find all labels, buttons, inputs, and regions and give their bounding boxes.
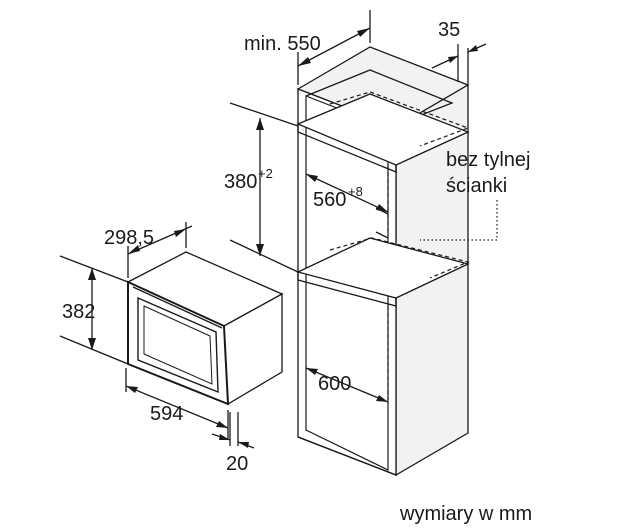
- min-width-label: min. 550: [244, 33, 321, 55]
- niche-floor-edge: [297, 272, 397, 307]
- oven-door-window: [137, 296, 219, 394]
- cabinet-depth-label: 600: [318, 373, 351, 395]
- dim-oven-height: 382: [59, 255, 129, 365]
- dim-front-thickness: 20: [211, 412, 255, 475]
- oven-width-label: 594: [150, 403, 183, 425]
- upper-shelf-edge: [297, 124, 397, 173]
- oven-height-label: 382: [62, 301, 95, 323]
- no-back-wall-leader: [420, 200, 498, 241]
- dim-niche-height: 380 +2: [224, 102, 299, 273]
- no-back-wall-note: bez tylnej ścianki: [420, 149, 531, 241]
- niche-height-tolerance: +2: [258, 166, 273, 181]
- units-note: wymiary w mm: [399, 503, 532, 525]
- upper-shelf-hidden: [329, 91, 470, 147]
- tall-cabinet: [296, 46, 470, 477]
- niche-floor-shelf: [296, 237, 470, 299]
- dim-oven-width: 594: [125, 368, 229, 440]
- oven-door-inner: [143, 305, 213, 385]
- cabinet-plinth: [297, 436, 397, 476]
- upper-shelf: [296, 93, 470, 166]
- niche-width-value: 560: [313, 189, 346, 211]
- side-depth-label: 35: [438, 19, 460, 41]
- front-thickness-label: 20: [226, 453, 248, 475]
- dim-cabinet-depth: 600: [305, 367, 389, 403]
- dim-side-depth: 35: [431, 19, 487, 84]
- no-back-wall-line1: bez tylnej: [446, 149, 531, 171]
- dim-min-width: min. 550: [244, 10, 371, 85]
- niche-width-tolerance: +8: [348, 184, 363, 199]
- no-back-wall-line2: ścianki: [446, 175, 507, 197]
- niche-height-value: 380: [224, 171, 257, 193]
- microwave-oven: [126, 251, 284, 406]
- niche-floor-hidden: [329, 237, 470, 279]
- dim-niche-width: 560 +8: [305, 173, 389, 213]
- oven-depth-label: 298,5: [104, 227, 154, 249]
- dim-oven-depth: 298,5: [104, 222, 193, 278]
